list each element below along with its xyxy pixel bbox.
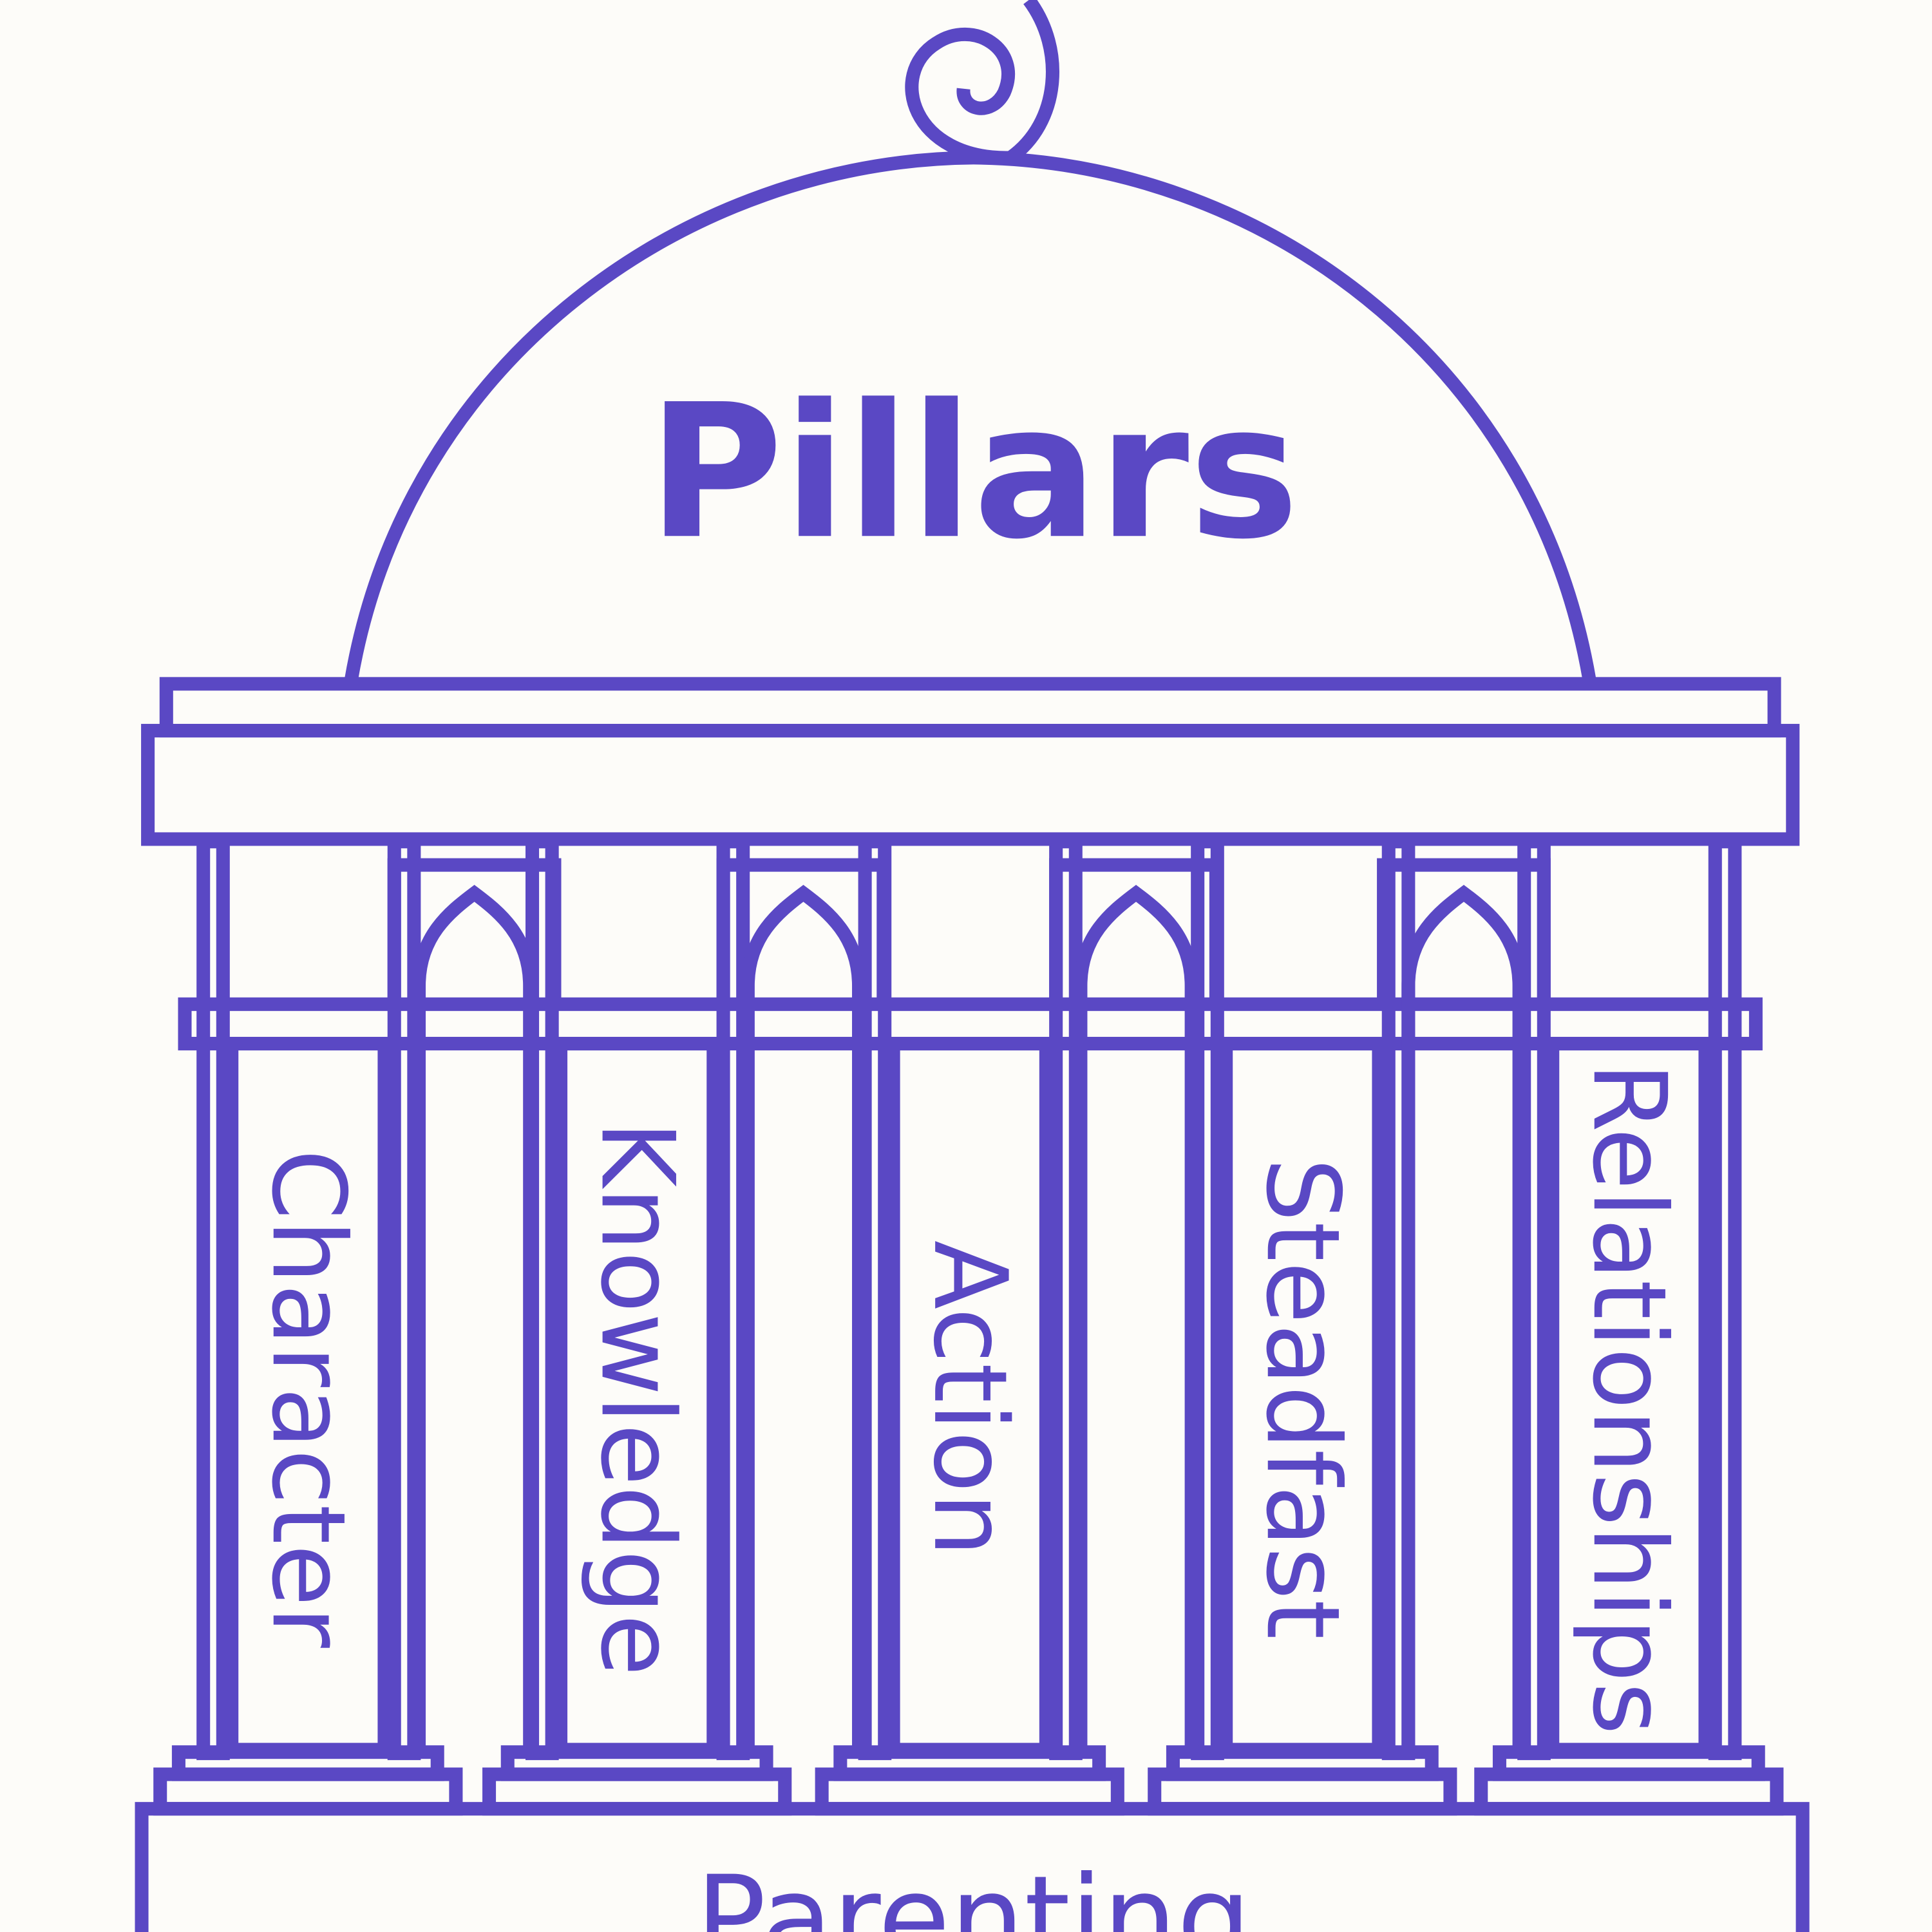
arch bbox=[1074, 884, 1198, 1750]
arch-frame bbox=[716, 858, 891, 1005]
arch bbox=[412, 884, 537, 1750]
pillar-label: Steadfast bbox=[1244, 1158, 1362, 1640]
entablature bbox=[141, 724, 1800, 846]
dome-finial-icon bbox=[905, 0, 1059, 165]
pillar-label: Relationships bbox=[1571, 1062, 1689, 1735]
arch bbox=[741, 884, 866, 1750]
dome-title: Pillars bbox=[648, 365, 1299, 580]
arch-frame bbox=[1049, 858, 1223, 1005]
colonnade: Character Knowledge Action Steadfast Relatio… bbox=[153, 835, 1784, 1816]
arch bbox=[1401, 884, 1526, 1750]
arch-frame bbox=[1377, 858, 1551, 1005]
pillar-label: Character bbox=[250, 1149, 368, 1648]
arch-frame bbox=[387, 858, 562, 1005]
dome bbox=[344, 151, 1596, 681]
foundation-label: Parenting bbox=[696, 1850, 1251, 1932]
pillar-label: Action bbox=[911, 1240, 1029, 1557]
pillar-label: Knowledge bbox=[579, 1121, 697, 1676]
foundation-plinth bbox=[135, 1802, 1810, 1932]
